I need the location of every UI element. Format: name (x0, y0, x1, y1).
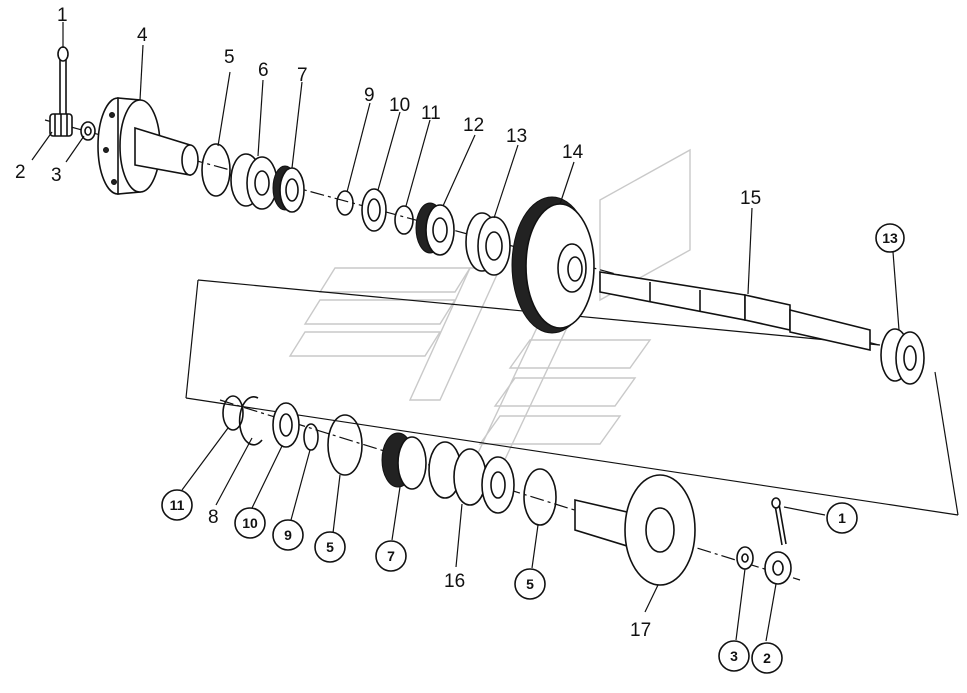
label-6: 6 (258, 60, 269, 81)
circled-label-3-lower: 3 (718, 640, 750, 672)
label-4: 4 (137, 25, 148, 46)
part-13-bearing-shaft-end (880, 328, 925, 385)
part-7-needle-bearing-lower (381, 432, 427, 490)
part-9-ring-lower (303, 423, 319, 451)
label-15: 15 (740, 188, 761, 209)
svg-text:7: 7 (387, 548, 395, 564)
circled-label-9-lower: 9 (272, 519, 304, 551)
label-12: 12 (463, 115, 484, 136)
svg-text:11: 11 (170, 497, 185, 513)
circled-label-5-lower-left: 5 (314, 531, 346, 563)
label-1-upper: 1 (57, 5, 68, 26)
part-5-o-ring-lower-right (523, 468, 557, 526)
label-13-upper: 13 (506, 126, 527, 147)
circled-label-11-lower: 11 (161, 489, 193, 521)
circled-label-10-lower: 10 (234, 507, 266, 539)
part-9-ring-upper (336, 190, 354, 216)
svg-text:5: 5 (526, 576, 534, 592)
circled-label-1-lower: 1 (826, 502, 858, 534)
label-10-upper: 10 (389, 95, 410, 116)
svg-text:9: 9 (284, 527, 292, 543)
part-2-castle-nut-lower (764, 551, 792, 585)
part-5-o-ring-upper (201, 143, 231, 197)
upper-labels: 1 2 3 4 5 6 7 9 10 11 12 13 14 15 (15, 5, 761, 209)
part-2-castle-nut-upper (49, 113, 73, 137)
part-13-bearing-upper (465, 212, 511, 276)
part-10-seal-upper (361, 188, 387, 232)
part-14-gear (511, 196, 595, 334)
part-3-washer-lower (736, 546, 754, 570)
svg-text:2: 2 (763, 650, 771, 666)
part-1-cotter-pin-lower (771, 497, 787, 546)
label-2-upper: 2 (15, 162, 26, 183)
label-5-upper: 5 (224, 47, 235, 68)
part-8-circlip (238, 395, 263, 446)
label-17: 17 (630, 620, 651, 641)
part-5-o-ring-lower-left (327, 414, 363, 476)
circled-label-13-shaft-end: 13 (875, 223, 905, 253)
part-16-sleeve (428, 441, 515, 514)
part-1-cotter-pin-upper (57, 46, 69, 115)
svg-text:3: 3 (730, 648, 738, 664)
label-9-upper: 9 (364, 85, 375, 106)
part-15-splined-shaft (599, 271, 871, 351)
svg-text:10: 10 (242, 515, 258, 531)
label-16: 16 (444, 571, 465, 592)
part-4-flange-hub (97, 97, 199, 195)
lower-labels: 8 16 17 (208, 507, 651, 641)
label-8: 8 (208, 507, 219, 528)
svg-text:5: 5 (326, 539, 334, 555)
label-14: 14 (562, 142, 584, 163)
part-11-snap-ring-upper (394, 205, 414, 235)
part-12-bearing-upper (415, 202, 455, 256)
label-11-upper: 11 (421, 103, 441, 124)
svg-text:1: 1 (838, 510, 846, 526)
part-7-needle-bearing-upper (272, 165, 305, 213)
part-17-flange-yoke (574, 474, 696, 586)
part-6-bearing-upper (230, 153, 278, 210)
circled-label-5-lower-right: 5 (514, 568, 546, 600)
watermark-logo (288, 148, 691, 471)
circled-label-2-lower: 2 (751, 642, 783, 674)
part-3-washer-upper (80, 121, 96, 141)
circled-label-7-lower: 7 (375, 540, 407, 572)
svg-text:13: 13 (882, 230, 898, 246)
part-10-seal-lower (272, 402, 300, 448)
label-7-upper: 7 (297, 65, 308, 86)
label-3-upper: 3 (51, 165, 62, 186)
part-11-snap-ring-lower (222, 395, 244, 431)
leader-lines (31, 22, 900, 642)
